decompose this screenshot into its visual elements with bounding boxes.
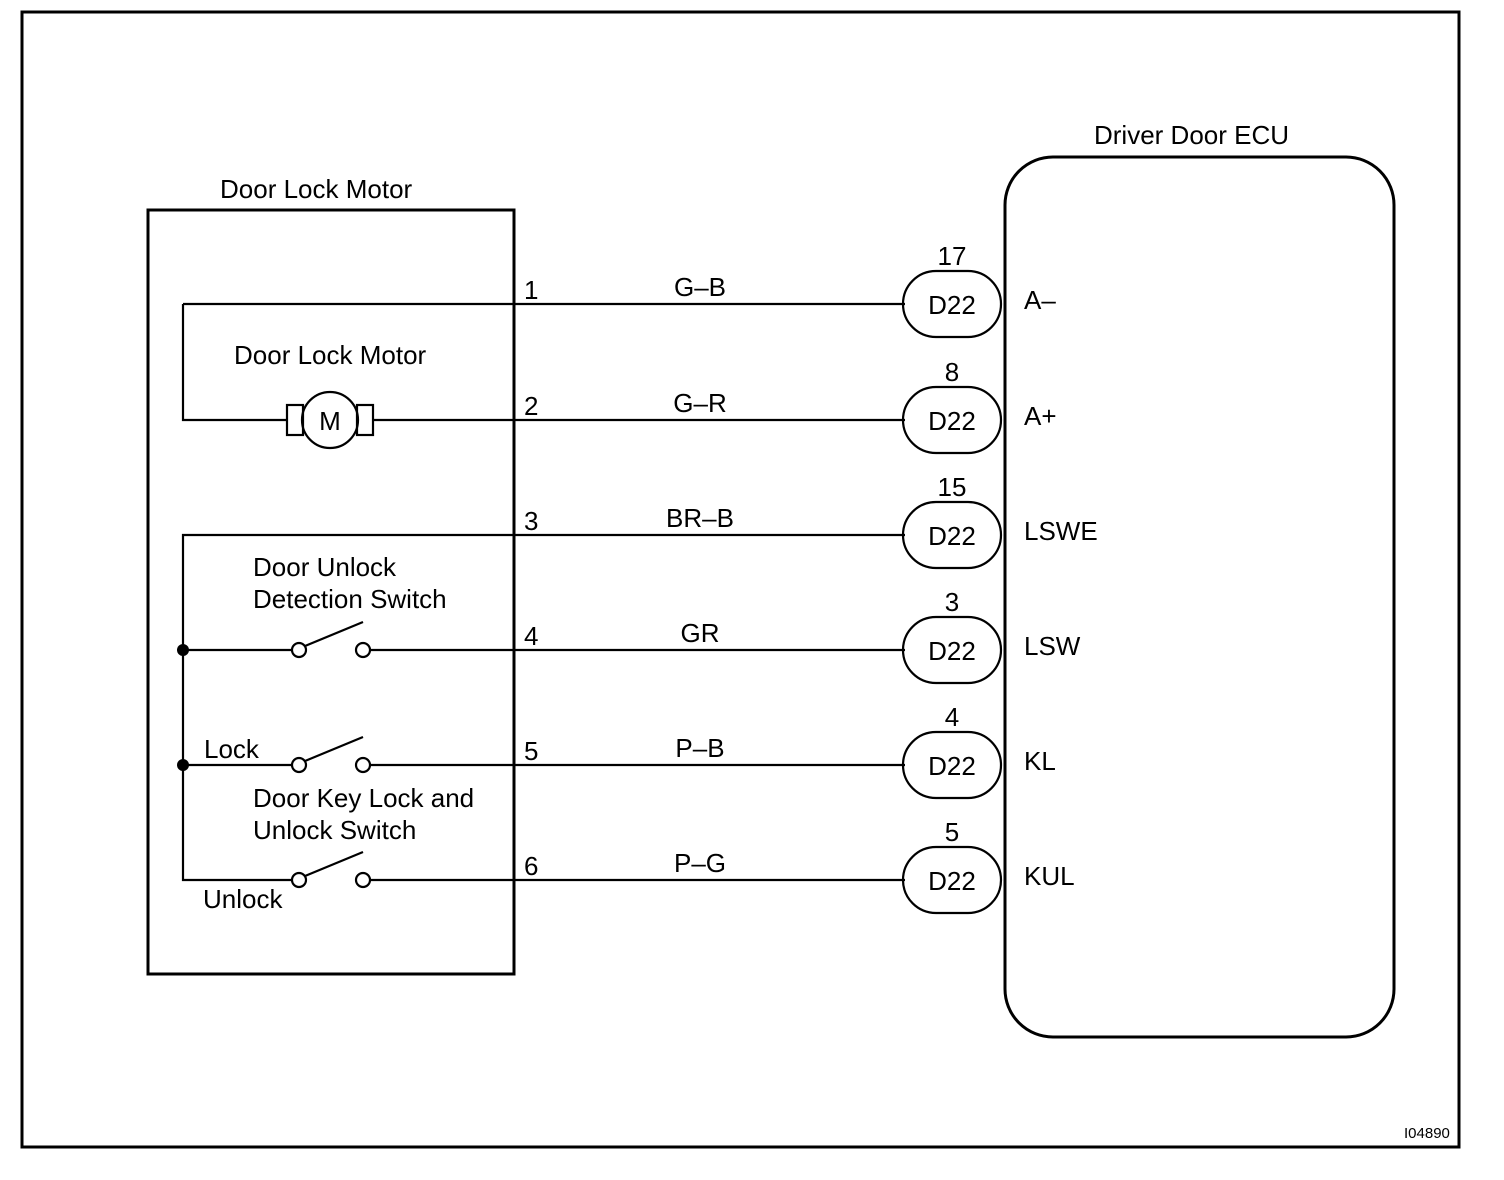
switch-circuit: Door Unlock Detection Switch Lock Door K…	[177, 533, 514, 914]
junction-dot	[177, 759, 189, 771]
motor-unit-box	[146, 208, 516, 976]
connector-code: D22	[928, 751, 976, 781]
connector-icon	[901, 385, 1003, 455]
connector-code: D22	[928, 406, 976, 436]
connector-icon	[901, 615, 1003, 685]
motor-pin-number: 1	[524, 275, 538, 305]
connector-code: D22	[928, 290, 976, 320]
ecu-terminal-label: LSW	[1024, 631, 1081, 661]
ecu-terminal-label: A–	[1024, 285, 1056, 315]
motor-symbol: M	[319, 406, 341, 436]
wire-color-code: BR–B	[666, 503, 734, 533]
connector-icon	[901, 730, 1003, 800]
ecu-terminal-label: KUL	[1024, 861, 1075, 891]
ecu-pin-number: 15	[938, 472, 967, 502]
motor-pin-number: 6	[524, 851, 538, 881]
junction-dot	[177, 644, 189, 656]
unlock-label: Unlock	[203, 884, 283, 914]
diagram-frame	[20, 10, 1461, 1149]
unlock-switch-icon	[290, 850, 514, 889]
wire-color-code: P–G	[674, 848, 726, 878]
ecu-pin-number: 5	[945, 817, 959, 847]
unlock-detection-switch-icon	[290, 620, 514, 659]
motor-unit-title: Door Lock Motor	[220, 174, 413, 204]
ecu-terminal-label: KL	[1024, 746, 1056, 776]
motor-circuit: M Door Lock Motor	[181, 304, 514, 450]
connector-code: D22	[928, 521, 976, 551]
motor-pin-number: 5	[524, 736, 538, 766]
wire-color-code: G–B	[674, 272, 726, 302]
wire-color-code: GR	[681, 618, 720, 648]
lock-switch-icon	[290, 735, 514, 774]
wire-color-code: G–R	[673, 388, 726, 418]
ecu-title: Driver Door ECU	[1094, 120, 1289, 150]
motor-label: Door Lock Motor	[234, 340, 427, 370]
connector-icon	[901, 500, 1003, 570]
ecu-pin-number: 8	[945, 357, 959, 387]
wire-color-code: P–B	[675, 733, 724, 763]
connector-icon	[901, 269, 1003, 339]
motor-pin-number: 3	[524, 506, 538, 536]
connector-code: D22	[928, 866, 976, 896]
ecu-terminal-label: LSWE	[1024, 516, 1098, 546]
ecu-box	[1003, 155, 1396, 1039]
motor-pin-number: 2	[524, 391, 538, 421]
ecu-terminal-label: A+	[1024, 401, 1057, 431]
ecu-pin-number: 17	[938, 241, 967, 271]
motor-icon	[300, 390, 360, 450]
lock-label: Lock	[204, 734, 260, 764]
key-switch-label-2: Unlock Switch	[253, 815, 416, 845]
unlock-detection-label-2: Detection Switch	[253, 584, 447, 614]
figure-id: I04890	[1404, 1125, 1450, 1142]
connector-icon	[901, 845, 1003, 915]
ecu-pin-number: 4	[945, 702, 959, 732]
unlock-detection-label-1: Door Unlock	[253, 552, 397, 582]
motor-pin-number: 4	[524, 621, 538, 651]
connector-code: D22	[928, 636, 976, 666]
ecu-pin-number: 3	[945, 587, 959, 617]
key-switch-label-1: Door Key Lock and	[253, 783, 474, 813]
